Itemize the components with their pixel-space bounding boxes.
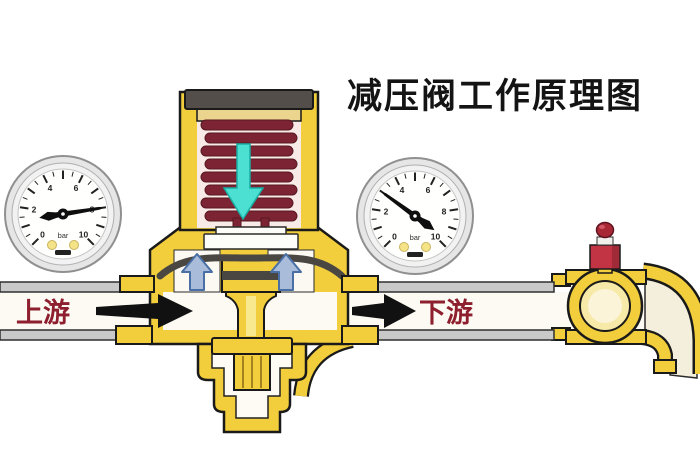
elbow-outer-wall xyxy=(642,265,700,374)
ball-valve xyxy=(551,221,647,345)
gauge-tick-label: 2 xyxy=(384,207,389,217)
gauge-tick-label: 4 xyxy=(48,183,53,193)
valve-disc xyxy=(211,337,293,355)
upstream-pipe-top-wall xyxy=(0,281,123,293)
flange-tab xyxy=(115,325,153,345)
gauge-tick-label: 10 xyxy=(79,230,89,240)
pressure-feedback-up-arrow-icon xyxy=(181,253,213,291)
diaphragm-membrane xyxy=(156,254,346,280)
pressure-reducing-valve xyxy=(148,89,350,434)
ball-valve-bore xyxy=(588,289,622,323)
gauge-tick-label: 6 xyxy=(74,183,79,193)
gauge-needle xyxy=(39,206,104,221)
upstream-pipe-bottom-wall xyxy=(0,329,119,341)
gauge-brand-mark xyxy=(55,250,71,255)
gauge-screw xyxy=(421,242,431,252)
spring-force-down-arrow-icon xyxy=(222,143,265,221)
gauge-ticks xyxy=(19,170,107,246)
gauge-scale: 0 2 4 6 8 10 xyxy=(384,185,447,241)
piston-seal xyxy=(222,271,280,280)
gauge-tick-label: 0 xyxy=(40,230,45,240)
upstream-gauge: 0 2 4 6 8 10 bar xyxy=(4,155,122,273)
flange-tab xyxy=(341,325,379,345)
gauge-tick-label: 8 xyxy=(442,207,447,217)
downstream-flow-arrow-icon xyxy=(352,294,416,328)
spring-plate xyxy=(203,233,299,250)
downstream-pipe-top-wall xyxy=(375,281,555,293)
gauge-unit-label: bar xyxy=(58,231,69,240)
gauge-tick-label: 2 xyxy=(32,205,37,215)
downstream-pipe-bottom-wall xyxy=(375,329,555,341)
page-title: 减压阀工作原理图 xyxy=(347,77,643,116)
valve-handle-shade xyxy=(612,246,619,268)
gauge-screw xyxy=(399,242,409,252)
elbow-joint-flange xyxy=(653,359,677,374)
upstream-flow-arrow-icon xyxy=(96,294,193,328)
gauge-tick-label: 10 xyxy=(431,232,441,242)
flange-tab xyxy=(341,275,379,293)
needle-hub-dot xyxy=(61,212,65,216)
gauge-screw xyxy=(47,240,57,250)
pressure-feedback-up-arrow-icon xyxy=(270,253,302,291)
gauge-unit-label: bar xyxy=(410,233,421,242)
needle-hub-dot xyxy=(413,214,417,218)
gauge-tick-label: 4 xyxy=(400,185,405,195)
adjustment-cap xyxy=(184,89,314,110)
gauge-needle xyxy=(381,191,435,231)
knob-highlight xyxy=(599,225,605,229)
downstream-gauge: 0 2 4 6 8 10 bar xyxy=(356,157,474,275)
flange-tab xyxy=(119,275,155,293)
gauge-tick-label: 0 xyxy=(392,232,397,242)
stem-highlight xyxy=(246,296,256,336)
upstream-label: 上游 xyxy=(16,298,70,328)
pipe-walls xyxy=(0,275,555,345)
valve-handle-knob xyxy=(595,221,615,239)
downstream-label: 下游 xyxy=(419,298,473,328)
gauge-brand-mark xyxy=(407,252,423,257)
gauge-screw xyxy=(69,240,79,250)
gauge-tick-label: 6 xyxy=(426,185,431,195)
gauge-ticks xyxy=(371,172,459,248)
